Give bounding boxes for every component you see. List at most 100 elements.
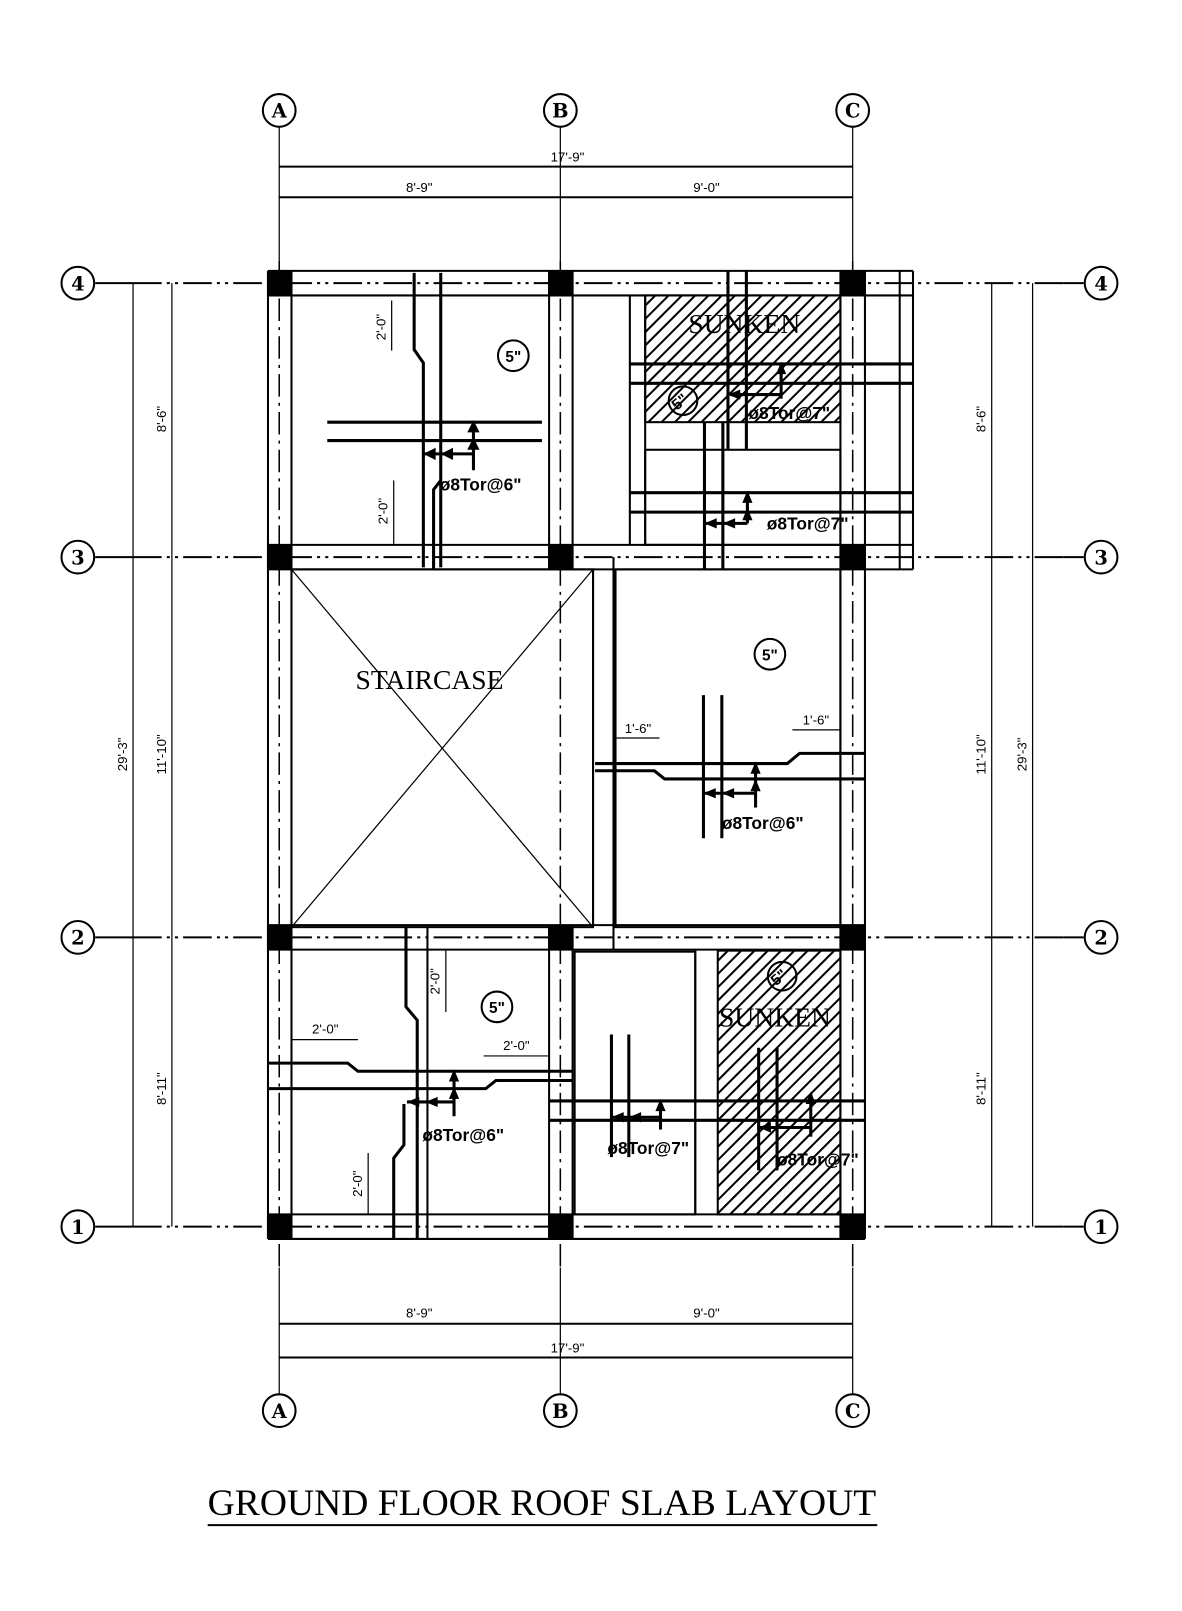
staircase: STAIRCASE (290, 568, 595, 929)
hatch-line (742, 1116, 842, 1216)
rebar-label: ø8Tor@6" (440, 475, 522, 495)
grid-bubble-B-bottom: B (542, 1393, 578, 1429)
left-dimensions: 29'-3" 8'-6" 11'-10" 8'-11" (115, 283, 173, 1227)
grid-bubble-4-left: 4 (60, 265, 96, 301)
column-B3 (548, 544, 573, 570)
hatch-line (717, 1076, 842, 1201)
rebar-label: ø8Tor@7" (607, 1138, 689, 1158)
column-C1 (840, 1214, 865, 1239)
hatch-line (717, 949, 756, 989)
sunken-hatch-bottom (717, 949, 842, 1216)
slab-panel-top-right-sunken: SUNKEN ø8Tor@7" 5" ø8Tor@7" (629, 270, 913, 570)
svg-text:A: A (271, 1400, 288, 1423)
grid-bubble-3-left: 3 (60, 539, 96, 575)
dim-span-bc: 9'-0" (693, 1306, 720, 1321)
svg-text:3: 3 (71, 546, 85, 569)
hatch-line (717, 1036, 842, 1161)
top-dimensions: 17'-9" 8'-9" 9'-0" (279, 150, 853, 199)
slab-panel-middle-right: 5" ø8Tor@6" 1'-6" 1'-6" (595, 568, 865, 929)
dim-total-width: 17'-9" (551, 150, 585, 165)
hatch-line (795, 1169, 842, 1216)
column-B2 (548, 925, 573, 950)
hatch-line (717, 1089, 842, 1215)
hatch-line (769, 1143, 842, 1216)
hatch-line (644, 294, 683, 333)
hatch-line (755, 1129, 842, 1216)
grid-bubble-2-left: 2 (60, 919, 96, 955)
column-B1 (548, 1214, 573, 1239)
hatch-line (717, 949, 729, 962)
hatch-line (717, 949, 782, 1015)
grid-lines (95, 126, 1084, 1395)
sunken-label: SUNKEN (688, 308, 800, 339)
hatch-line (644, 294, 723, 373)
slab-panel-bottom-right-sunken: 5" SUNKEN ø8Tor@7" (716, 949, 859, 1216)
hatch-line (717, 1063, 842, 1188)
staircase-label: STAIRCASE (356, 664, 504, 695)
hatch-line (713, 295, 842, 423)
svg-text:2'-0": 2'-0" (374, 314, 389, 341)
column-A1 (266, 1214, 292, 1239)
columns (266, 270, 865, 1239)
svg-text:C: C (845, 100, 860, 123)
grid-bubble-B-top: B (542, 93, 578, 128)
dim-span-2-1: 8'-11" (974, 1072, 989, 1105)
dim-span-ab: 8'-9" (406, 1306, 433, 1321)
rebar-label: ø8Tor@7" (748, 403, 830, 423)
svg-text:2'-0": 2'-0" (312, 1021, 339, 1036)
svg-text:2'-0": 2'-0" (503, 1038, 530, 1053)
slab-panel-top-left: ø8Tor@6" 5" 2'-0" 2'-0" (327, 272, 542, 570)
column-A2 (266, 925, 292, 950)
svg-text:2'-0": 2'-0" (376, 498, 391, 525)
bottom-dimensions: 8'-9" 9'-0" 17'-9" (279, 1306, 853, 1359)
hatch-line (644, 294, 750, 400)
grid-bubble-2-right: 2 (1083, 919, 1119, 955)
hatch-line (717, 949, 822, 1055)
hatch-line (809, 1182, 842, 1216)
sunken-hatch-top (644, 294, 842, 423)
grid-bubble-A-bottom: A (261, 1393, 297, 1429)
hatch-line (717, 1050, 842, 1175)
dim-span-4-3: 8'-6" (154, 406, 169, 433)
right-dimensions: 8'-6" 11'-10" 8'-11" 29'-3" (974, 283, 1034, 1227)
hatch-line (644, 294, 736, 387)
column-C4 (840, 270, 865, 296)
grid-bubble-1-left: 1 (60, 1209, 96, 1245)
hatch-line (717, 949, 796, 1029)
svg-text:2: 2 (1094, 927, 1108, 950)
hatch-line (644, 294, 710, 360)
svg-text:4: 4 (71, 272, 85, 295)
hatch-line (717, 957, 842, 1082)
column-B4 (548, 270, 573, 296)
hatch-line (782, 1156, 842, 1216)
svg-text:1: 1 (71, 1216, 85, 1239)
dim-total-height: 29'-3" (115, 737, 130, 771)
hatch-line (717, 949, 836, 1068)
hatch-line (767, 348, 842, 423)
svg-text:1'-6": 1'-6" (625, 721, 652, 736)
dim-total-height: 29'-3" (1014, 737, 1029, 771)
slab-thickness: 5" (762, 647, 778, 664)
svg-text:C: C (845, 1400, 860, 1423)
column-C2 (840, 925, 865, 950)
sunken-label: SUNKEN (719, 1001, 831, 1032)
hatch-line (644, 294, 670, 320)
hatch-line (806, 388, 842, 423)
hatch-line (674, 294, 803, 423)
svg-text:GROUND FLOOR ROOF SLAB LAYOUT: GROUND FLOOR ROOF SLAB LAYOUT (208, 1482, 877, 1523)
grid-bubble-C-bottom: C (835, 1393, 871, 1429)
svg-text:B: B (552, 100, 568, 123)
svg-text:B: B (552, 1400, 568, 1423)
svg-text:1'-6": 1'-6" (803, 713, 830, 728)
slab-thickness: 5" (489, 1000, 505, 1017)
rebar-label: ø8Tor@6" (722, 813, 804, 833)
hatch-line (717, 1023, 842, 1148)
svg-text:4: 4 (1094, 272, 1108, 295)
svg-text:1: 1 (1094, 1216, 1108, 1239)
grid-bubble-A-top: A (261, 93, 297, 128)
dim-total-width: 17'-9" (551, 1340, 585, 1355)
column-A4 (266, 270, 292, 296)
hatch-line (700, 294, 829, 423)
svg-text:2'-0": 2'-0" (350, 1170, 365, 1197)
dim-span-bc: 9'-0" (693, 180, 720, 195)
